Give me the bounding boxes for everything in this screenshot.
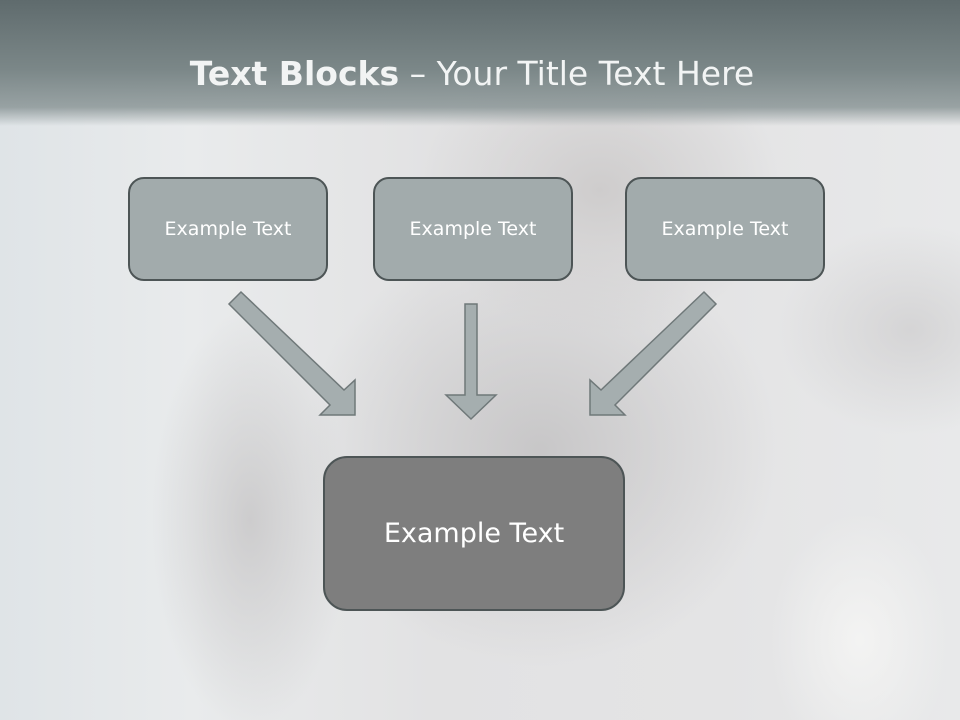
title-bold-part: Text Blocks xyxy=(189,54,400,93)
text-block-right-label: Example Text xyxy=(661,218,789,240)
arrow-down-icon xyxy=(444,303,498,421)
title-separator: – xyxy=(399,54,437,93)
text-block-right: Example Text xyxy=(625,177,825,281)
text-block-left: Example Text xyxy=(128,177,328,281)
slide-title: Text Blocks – Your Title Text Here xyxy=(0,52,944,96)
arrow-left-icon xyxy=(227,290,356,416)
text-block-middle-label: Example Text xyxy=(409,218,537,240)
title-bar xyxy=(0,0,960,126)
text-block-center: Example Text xyxy=(323,456,625,611)
title-rest: Your Title Text Here xyxy=(436,54,755,93)
text-block-center-label: Example Text xyxy=(383,518,565,549)
text-block-left-label: Example Text xyxy=(164,218,292,240)
arrow-right-icon xyxy=(589,290,718,416)
text-block-middle: Example Text xyxy=(373,177,573,281)
